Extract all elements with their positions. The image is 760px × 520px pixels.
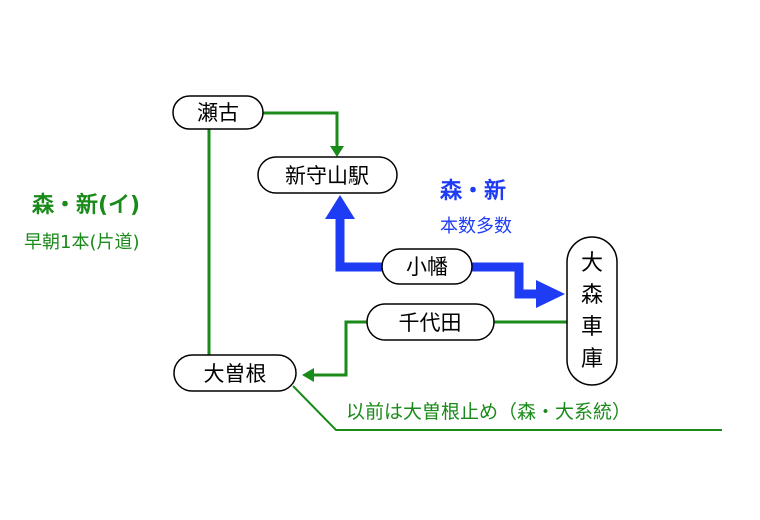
- route-mori-shin-i-title: 森・新(イ): [32, 192, 140, 218]
- station-omori-depot[interactable]: 大 森 車 庫: [566, 236, 618, 386]
- station-seto-label: 瀬古: [197, 101, 239, 125]
- station-chiyoda[interactable]: 千代田: [366, 303, 495, 341]
- ozone-note: 以前は大曽根止め（森・大系統）: [346, 401, 631, 423]
- route-mori-shin-i-subtitle: 早朝1本(片道): [24, 232, 140, 253]
- blue-line-shinmoriyama-obata: [335, 212, 386, 272]
- station-omori-depot-char-3: 車: [581, 315, 603, 340]
- blue-arrowhead-depot: [536, 280, 565, 308]
- station-omori-depot-char-4: 庫: [581, 347, 603, 372]
- station-shinmoriyama-label: 新守山駅: [285, 164, 369, 188]
- station-obata[interactable]: 小幡: [381, 248, 473, 285]
- station-ozone[interactable]: 大曽根: [173, 354, 297, 392]
- route-mori-shin-title: 森・新: [440, 178, 506, 204]
- route-mori-shin-subtitle: 本数多数: [440, 216, 512, 237]
- station-shinmoriyama[interactable]: 新守山駅: [257, 156, 398, 194]
- station-omori-depot-char-1: 大: [581, 251, 603, 276]
- blue-line-obata-depot: [470, 262, 540, 299]
- green-line-seto-shinmoriyama: [262, 111, 339, 147]
- station-obata-label: 小幡: [406, 255, 448, 279]
- blue-arrowhead-shinmoriyama: [325, 195, 355, 219]
- station-chiyoda-label: 千代田: [399, 311, 462, 335]
- green-arrowhead-ozone: [302, 368, 314, 382]
- green-arrowhead-shinmoriyama: [330, 146, 344, 157]
- station-ozone-label: 大曽根: [204, 362, 267, 386]
- station-seto[interactable]: 瀬古: [172, 95, 264, 130]
- station-omori-depot-char-2: 森: [581, 283, 603, 308]
- green-line-ozone-note: [292, 385, 722, 431]
